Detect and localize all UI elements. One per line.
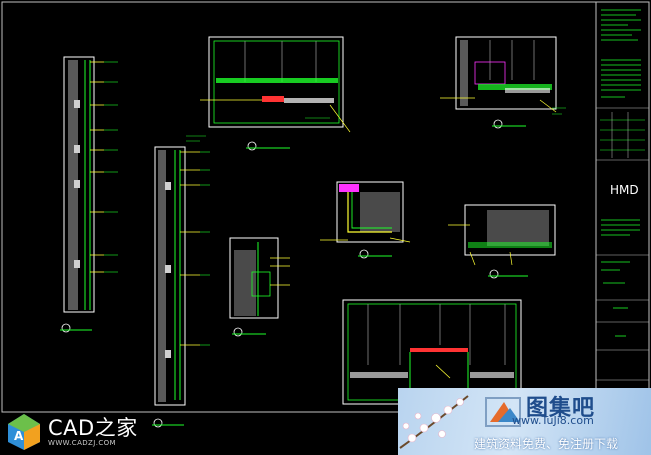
- tuji8-url-text: www.TuJi8.com: [512, 414, 594, 427]
- cadzj-url-text: WWW.CADZJ.COM: [48, 439, 116, 447]
- tuji8-watermark: 图集吧 www.TuJi8.com 建筑资料免费、免注册下载: [398, 388, 651, 455]
- corner-section-detail: [320, 181, 411, 259]
- tuji8-banner-background: [398, 388, 651, 455]
- wall-section-detail-2: [152, 146, 210, 428]
- svg-text:A: A: [14, 429, 24, 443]
- cadzj-brand-text: CAD之家: [48, 416, 138, 440]
- wall-section-detail-1: [60, 56, 118, 333]
- title-block: [596, 107, 649, 381]
- wall-joint-detail: [229, 237, 290, 337]
- sheet-border: [1, 1, 650, 413]
- blossom-branch-image: [399, 395, 469, 449]
- tuji8-slogan-text: 建筑资料免费、免注册下载: [474, 437, 619, 451]
- title-block-logo: HMD: [610, 183, 639, 197]
- ceiling-section-detail-b: [440, 36, 557, 129]
- annotation-marks: [186, 107, 566, 142]
- cad-logo-icon: A: [8, 414, 40, 450]
- cadzj-watermark: A CAD之家 WWW.CADZJ.COM: [4, 410, 144, 452]
- floor-section-detail: [448, 204, 556, 279]
- tuji8-logo-icon: [485, 397, 521, 427]
- ceiling-section-detail-a: [200, 36, 351, 151]
- title-block-notes: [601, 9, 641, 337]
- tuji8-title-text: 图集吧: [526, 396, 596, 421]
